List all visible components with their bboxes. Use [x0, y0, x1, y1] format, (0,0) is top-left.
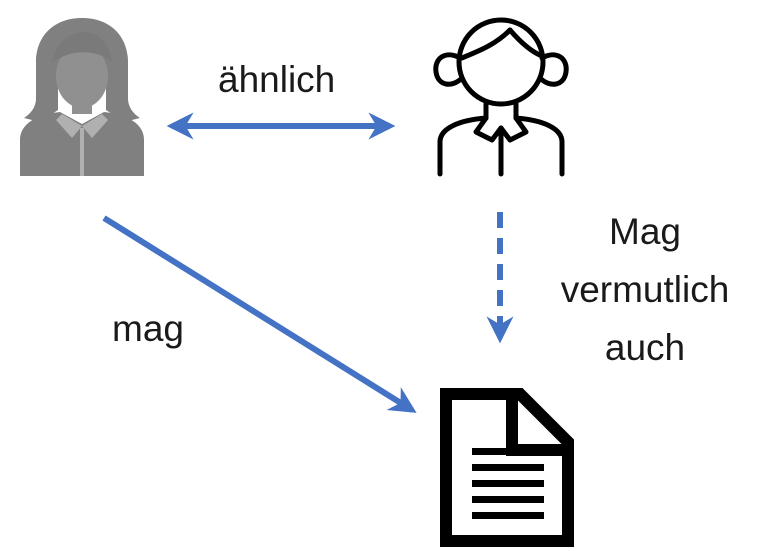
probably-likes-line-2: vermutlich [560, 269, 730, 310]
probably-likes-label: Mag vermutlich auch [540, 203, 750, 377]
girl-user-icon [433, 17, 569, 177]
similarity-label: ähnlich [218, 59, 336, 100]
likes-label: mag [112, 308, 184, 349]
probably-likes-line-3: auch [604, 327, 686, 368]
likes-arrow [102, 215, 417, 413]
probably-likes-line-1: Mag [609, 211, 681, 252]
woman-user-icon [20, 18, 144, 176]
document-icon [440, 388, 574, 547]
